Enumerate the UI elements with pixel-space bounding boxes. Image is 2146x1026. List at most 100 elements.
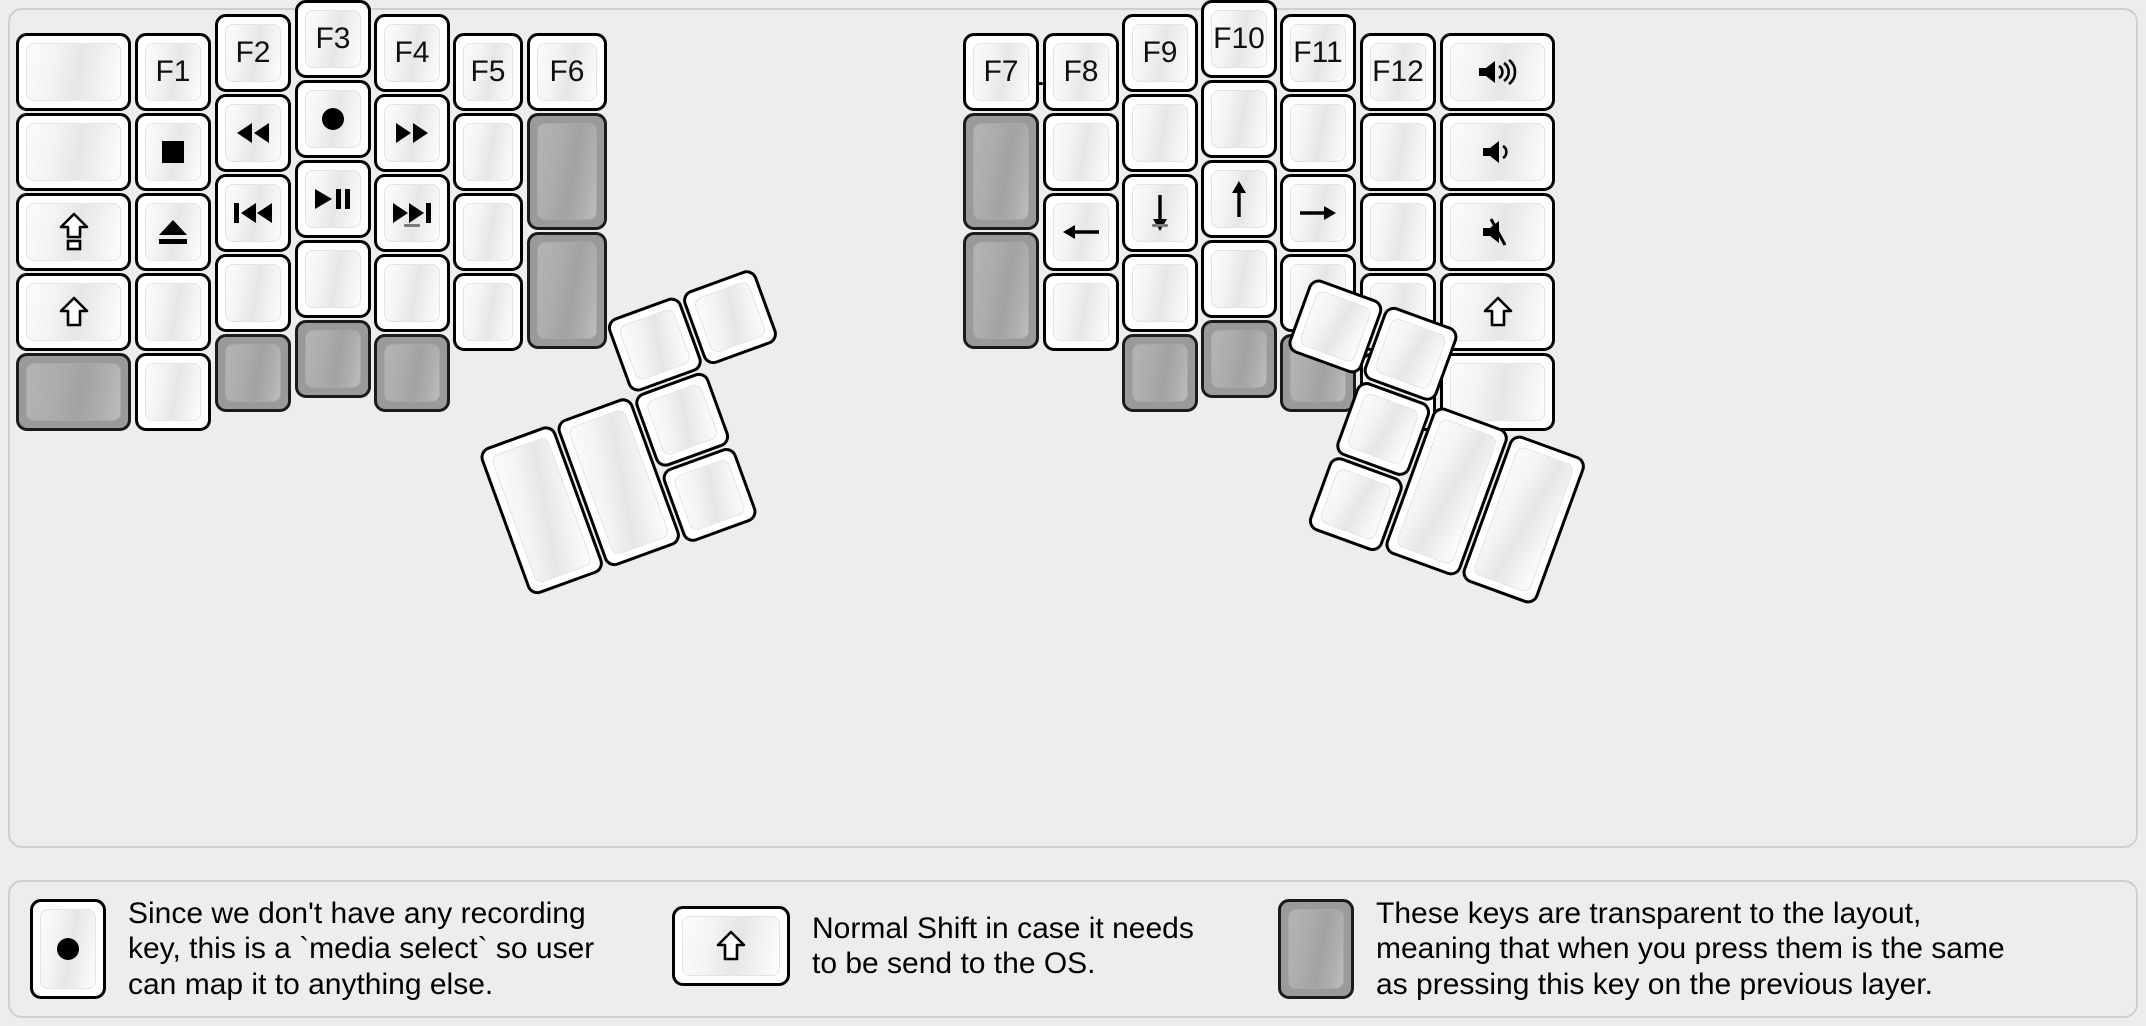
col-f9-key-5[interactable] (1122, 334, 1198, 412)
col-f10-key-3[interactable] (1201, 160, 1277, 238)
col-f9-key-4[interactable] (1122, 254, 1198, 332)
col-f4-key-2[interactable] (374, 94, 450, 172)
col-f3-key-2[interactable] (295, 80, 371, 158)
key-cap-surface (1370, 43, 1426, 101)
col-f12-key-3[interactable] (1360, 193, 1436, 271)
key-cap-surface (1211, 90, 1267, 148)
key-cap-surface (384, 184, 440, 242)
col-f9-key-3[interactable] (1122, 174, 1198, 252)
arrow-left-icon (1061, 219, 1101, 245)
col-f1-key-1-f1[interactable]: F1 (135, 33, 211, 111)
col-f5-key-3[interactable] (453, 193, 523, 271)
legend-transparent-keys-key[interactable] (1278, 899, 1354, 1000)
key-cap-surface (40, 909, 96, 990)
col-f4-key-4[interactable] (374, 254, 450, 332)
col-f1-key-4[interactable] (135, 273, 211, 351)
col-f5-key-2[interactable] (453, 113, 523, 191)
col-outer-right-key-3[interactable] (1440, 193, 1555, 271)
media-prev-track-icon (232, 200, 274, 226)
col-f8-key-1-f8[interactable]: F8 (1043, 33, 1119, 111)
col-f2-key-3[interactable] (215, 174, 291, 252)
key-cap-surface (1290, 104, 1346, 162)
col-outer-left-key-1[interactable] (16, 33, 131, 111)
col-f12-key-2[interactable] (1360, 113, 1436, 191)
col-f10-key-5[interactable] (1201, 320, 1277, 398)
key-cap-surface (1298, 289, 1373, 364)
key-cap-surface (1053, 203, 1109, 261)
key-cap-surface (145, 123, 201, 181)
col-f3-key-4[interactable] (295, 240, 371, 318)
col-f4-key-3[interactable] (374, 174, 450, 252)
col-f2-key-4[interactable] (215, 254, 291, 332)
col-f2-key-2[interactable] (215, 94, 291, 172)
key-cap-surface (145, 203, 201, 261)
col-f2-key-5[interactable] (215, 334, 291, 412)
key-cap-surface (1290, 24, 1346, 82)
key-cap-surface (1211, 330, 1267, 388)
col-f10-key-2[interactable] (1201, 80, 1277, 158)
key-cap-surface (463, 123, 513, 181)
key-cap-surface (305, 10, 361, 68)
col-outer-left-key-5[interactable] (16, 353, 131, 431)
key-label: F8 (1063, 55, 1099, 88)
key-cap-surface (973, 123, 1029, 220)
col-f1-key-3[interactable] (135, 193, 211, 271)
col-outer-left-key-4[interactable] (16, 273, 131, 351)
key-cap-surface (1450, 283, 1545, 341)
key-cap-surface (225, 24, 281, 82)
col-f9-key-1-f9[interactable]: F9 (1122, 14, 1198, 92)
key-label: F12 (1372, 55, 1424, 88)
col-f3-key-3[interactable] (295, 160, 371, 238)
col-f2-key-1-f2[interactable]: F2 (215, 14, 291, 92)
col-f6-key-3[interactable] (527, 232, 607, 349)
col-f11-key-1-f11[interactable]: F11 (1280, 14, 1356, 92)
legend-normal-shift-key[interactable] (672, 906, 790, 986)
key-secondary-marker (1152, 224, 1168, 227)
col-f8-key-4[interactable] (1043, 273, 1119, 351)
col-f3-key-1-f3[interactable]: F3 (295, 0, 371, 78)
col-f9-key-2[interactable] (1122, 94, 1198, 172)
col-outer-left-key-3[interactable] (16, 193, 131, 271)
key-cap-surface (1373, 316, 1448, 391)
col-f5-key-1-f5[interactable]: F5 (453, 33, 523, 111)
key-cap-surface (1132, 184, 1188, 242)
col-outer-right-key-2[interactable] (1440, 113, 1555, 191)
col-outer-left-key-2[interactable] (16, 113, 131, 191)
col-f8-key-2[interactable] (1043, 113, 1119, 191)
media-stop-icon (160, 139, 186, 165)
col-f11-key-2[interactable] (1280, 94, 1356, 172)
col-f11-key-3[interactable] (1280, 174, 1356, 252)
col-outer-right-key-1[interactable] (1440, 33, 1555, 111)
key-cap-surface (384, 264, 440, 322)
key-cap-surface (305, 250, 361, 308)
key-cap-surface (537, 43, 597, 101)
volume-down-icon (1479, 137, 1517, 167)
col-f5-key-4[interactable] (453, 273, 523, 351)
col-f1-key-2[interactable] (135, 113, 211, 191)
volume-mute-icon (1479, 217, 1517, 247)
legend-normal-shift-description: Normal Shift in case it needs to be send… (812, 911, 1194, 980)
col-f4-key-5[interactable] (374, 334, 450, 412)
key-cap-surface (225, 104, 281, 162)
col-f10-key-4[interactable] (1201, 240, 1277, 318)
key-cap-surface (1132, 344, 1188, 402)
arrow-right-icon (1298, 200, 1338, 226)
col-f6-key-1-f6[interactable]: F6 (527, 33, 607, 111)
col-f1-key-5[interactable] (135, 353, 211, 431)
col-f6-key-2[interactable] (527, 113, 607, 230)
key-cap-surface (225, 184, 281, 242)
key-cap-surface (672, 457, 747, 533)
key-cap-surface (1211, 10, 1267, 68)
col-f7-key-2[interactable] (963, 113, 1039, 230)
legend-media-select-key[interactable] (30, 899, 106, 1000)
col-f12-key-1-f12[interactable]: F12 (1360, 33, 1436, 111)
col-f8-key-3[interactable] (1043, 193, 1119, 271)
key-cap-surface (1450, 43, 1545, 101)
arrow-down-icon (1147, 193, 1173, 233)
key-cap-surface (1211, 170, 1267, 228)
col-f3-key-5[interactable] (295, 320, 371, 398)
col-f4-key-1-f4[interactable]: F4 (374, 14, 450, 92)
col-f10-key-1-f10[interactable]: F10 (1201, 0, 1277, 78)
col-f7-key-3[interactable] (963, 232, 1039, 349)
col-f7-key-1-f7[interactable]: F7 (963, 33, 1039, 111)
